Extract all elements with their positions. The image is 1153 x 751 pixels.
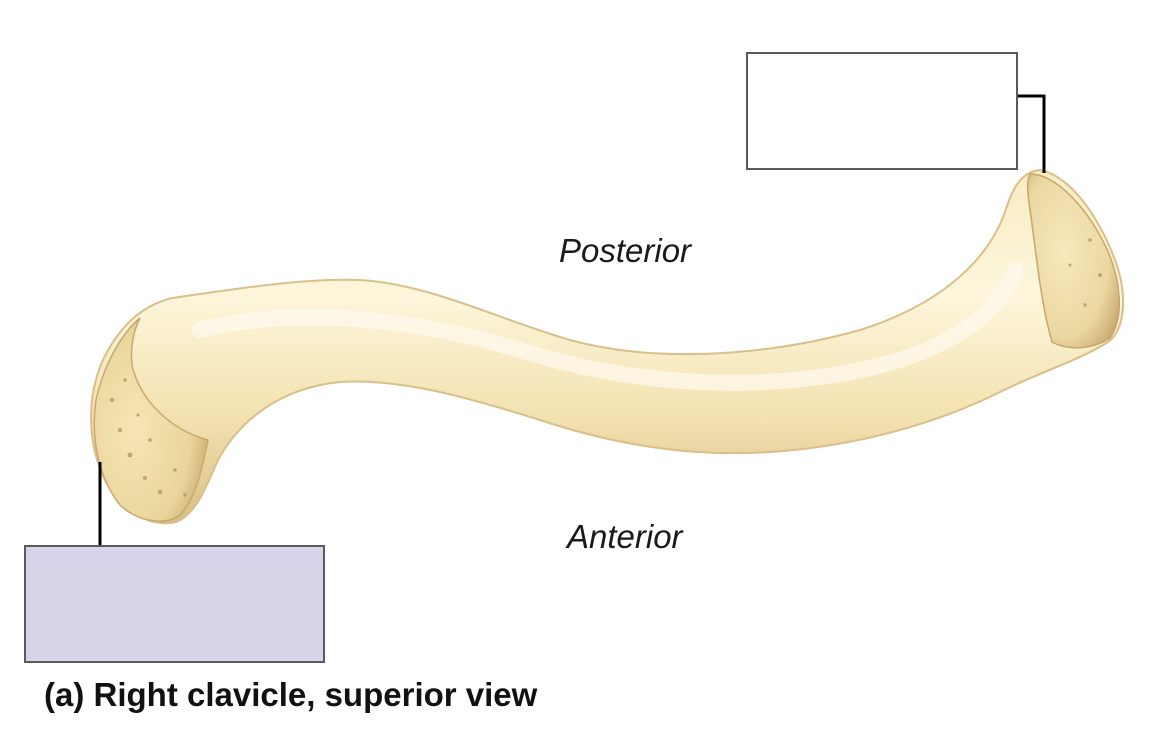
clavicle-right-end: [1026, 173, 1121, 349]
label-anterior: Anterior: [567, 518, 683, 555]
answer-box-bottom[interactable]: [24, 545, 325, 663]
clavicle-highlight: [192, 262, 1023, 391]
answer-box-top[interactable]: [746, 52, 1018, 170]
bone-surface-pits: [109, 238, 1102, 497]
clavicle-bone: [90, 168, 1125, 525]
leader-line-top: [1018, 94, 1046, 173]
figure-caption: (a) Right clavicle, superior view: [44, 676, 538, 713]
clavicle-left-end: [93, 317, 209, 522]
label-posterior: Posterior: [559, 232, 692, 269]
